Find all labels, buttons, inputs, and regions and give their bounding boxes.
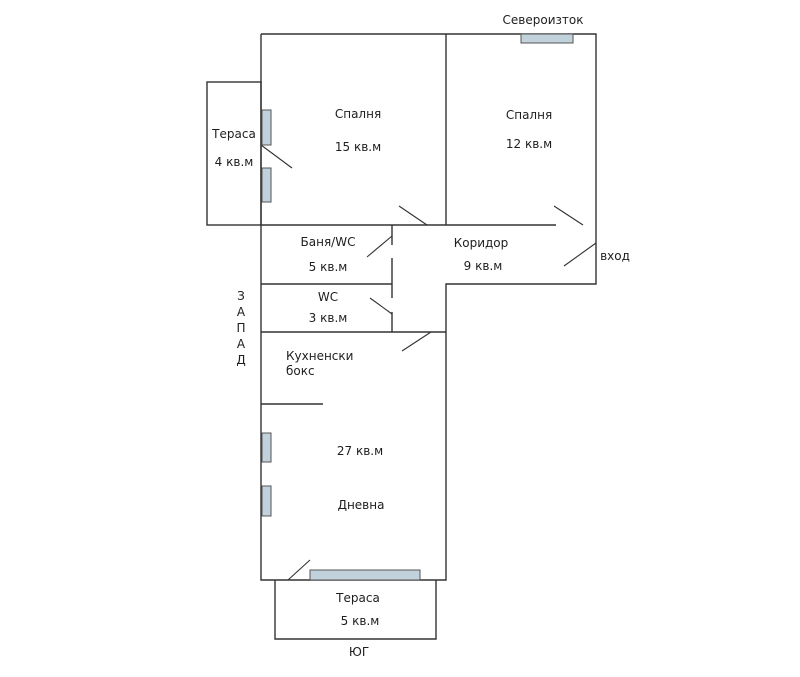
- door-swings: [260, 144, 597, 581]
- window-living-upper: [261, 432, 272, 463]
- window-living-lower: [261, 485, 272, 517]
- corridor-name: Коридор: [454, 236, 509, 250]
- window-terrace-west-lower: [261, 167, 272, 203]
- bedroom-1-name: Спалня: [335, 107, 381, 121]
- bathroom-name: Баня/WC: [301, 235, 356, 249]
- interior-walls: [261, 34, 556, 405]
- terrace-south-name: Тераса: [335, 591, 380, 605]
- terrace-south-area: 5 кв.м: [341, 614, 380, 628]
- window-terrace-west-upper: [261, 109, 272, 146]
- bedroom-1-area: 15 кв.м: [335, 140, 381, 154]
- window-south: [309, 569, 421, 581]
- terrace-west-area: 4 кв.м: [215, 155, 254, 169]
- terrace-west-outline: [206, 81, 262, 226]
- outer-walls: [260, 33, 597, 581]
- living-room-name: Дневна: [338, 498, 385, 512]
- kitchenette-line2: бокс: [286, 364, 315, 378]
- window-northeast: [520, 33, 574, 44]
- label-south: ЮГ: [349, 645, 369, 659]
- bedroom-2-name: Спалня: [506, 108, 552, 122]
- windows: [261, 33, 574, 581]
- bathroom-area: 5 кв.м: [309, 260, 348, 274]
- kitchenette-line1: Кухненски: [286, 349, 353, 363]
- label-northeast: Североизток: [503, 13, 584, 27]
- bedroom-2-area: 12 кв.м: [506, 137, 552, 151]
- living-room-area: 27 кв.м: [337, 444, 383, 458]
- wc-name: WC: [318, 290, 338, 304]
- terrace-west-name: Тераса: [211, 127, 256, 141]
- label-entrance: вход: [600, 249, 630, 263]
- terrace-south-outline: [274, 580, 437, 640]
- wc-area: 3 кв.м: [309, 311, 348, 325]
- corridor-area: 9 кв.м: [464, 259, 503, 273]
